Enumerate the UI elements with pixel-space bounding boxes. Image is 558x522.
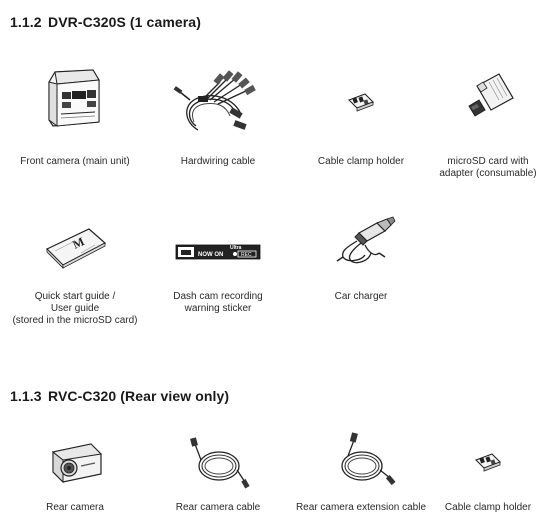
section-title: RVC-C320 (Rear view only): [48, 388, 230, 404]
section-heading-1-1-3: 1.1.3 RVC-C320 (Rear view only): [10, 388, 229, 404]
hardwiring-cable-icon: [148, 60, 288, 140]
car-charger-icon: [291, 205, 431, 285]
section-heading-1-1-2: 1.1.2 DVR-C320S (1 camera): [10, 14, 201, 30]
item-caption: Rear camera cable: [175, 502, 261, 513]
section-number: 1.1.2: [10, 14, 42, 30]
item-caption: microSD card with adapter (consumable): [439, 156, 537, 179]
sticker-rec: REC: [241, 252, 252, 258]
rear-camera-cable-icon: [148, 430, 288, 490]
item-caption: Front camera (main unit): [20, 156, 130, 167]
sticker-brand: Ultra: [230, 245, 242, 251]
quick-start-guide-icon: M: [5, 205, 145, 285]
item-caption: Quick start guide / User guide (stored i…: [12, 291, 138, 326]
item-caption: Car charger: [334, 291, 388, 302]
item-caption: Cable clamp holder: [317, 156, 405, 167]
section-title: DVR-C320S (1 camera): [48, 14, 201, 30]
cable-clamp-holder-icon: [291, 60, 431, 140]
microsd-card-icon: [418, 60, 558, 140]
item-caption: Rear camera extension cable: [295, 502, 427, 513]
item-caption: Cable clamp holder: [444, 502, 532, 513]
cable-clamp-holder-icon: [418, 430, 558, 490]
front-camera-icon: [5, 60, 145, 140]
warning-sticker-icon: Ultra NOW ON REC: [148, 205, 288, 285]
svg-text:M: M: [70, 234, 86, 251]
section-number: 1.1.3: [10, 388, 42, 404]
item-caption: Hardwiring cable: [180, 156, 256, 167]
rear-camera-icon: [5, 430, 145, 490]
rear-camera-extension-cable-icon: [291, 430, 431, 490]
item-caption: Dash cam recording warning sticker: [173, 291, 263, 314]
item-caption: Rear camera: [46, 502, 104, 513]
sticker-text: NOW ON: [198, 252, 223, 258]
